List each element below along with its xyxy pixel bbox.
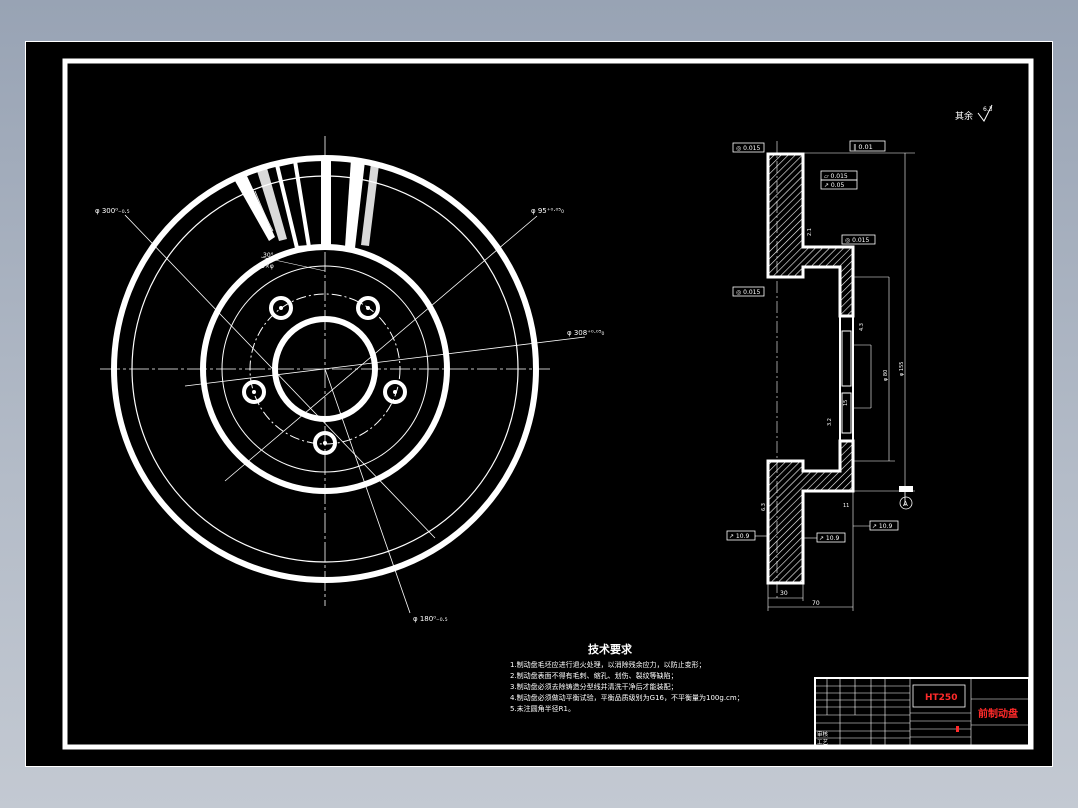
leader-bolt-circle: [184, 336, 586, 387]
roughness-symbol-icon: [977, 104, 993, 122]
front-view: φ 300⁰₋₀.₅ φ 95⁺⁰·⁰⁵₀ φ 308⁺⁰·⁰⁵₀ φ 180⁰…: [95, 136, 605, 623]
part-name: 前制动盘: [978, 707, 1018, 720]
fcf-top-right: ∥ 0.01: [849, 140, 886, 152]
svg-text:▱ 0.015: ▱ 0.015: [824, 173, 848, 180]
leader-hole: [260, 256, 326, 272]
material-label: HT250: [925, 693, 957, 703]
bolt-holes: [242, 296, 407, 455]
cad-viewport[interactable]: 其余 6.3: [25, 41, 1053, 767]
sheet-outer-border: [25, 41, 1053, 767]
dim-ring: φ 95⁺⁰·⁰⁵₀: [531, 207, 564, 215]
row-label-process: 工艺: [817, 739, 829, 746]
fcf-mid: ◎ 0.015: [841, 234, 876, 245]
dim-a: 2.1: [807, 228, 813, 236]
svg-text:↗ 10.9: ↗ 10.9: [729, 533, 749, 540]
dim-bottom: φ 180⁰₋₀.₅: [413, 615, 448, 623]
fcf-bottom-right: ↗ 10.9: [869, 520, 899, 531]
roughness-note: 其余: [955, 110, 973, 122]
fcf-bottom-left: ↗ 10.9: [726, 530, 756, 541]
dim-b: 4.3: [859, 323, 865, 331]
dim-g: 6.3: [761, 503, 767, 511]
dim-30: 30: [780, 590, 788, 597]
svg-text:↗ 10.9: ↗ 10.9: [872, 523, 892, 530]
svg-text:◎ 0.015: ◎ 0.015: [736, 145, 761, 152]
datum-mark: [899, 486, 913, 492]
center-bore: [272, 316, 378, 422]
leader-outer: [124, 214, 436, 539]
fcf-left-mid: ◎ 0.015: [732, 286, 765, 297]
fcf-runout: ↗ 0.05: [820, 179, 858, 190]
tech-item-5: 5.未注圆角半径R1。: [510, 704, 575, 713]
tech-item-3: 3.制动盘必须去除铸造分型线并清洗干净后才能装配；: [510, 682, 678, 691]
svg-text:◎ 0.015: ◎ 0.015: [845, 237, 870, 244]
dim-c: φ 155: [899, 362, 905, 376]
section-view: A ◎ 0.015 ∥ 0.01 ▱ 0.015 ↗ 0.05 ◎ 0.015 …: [726, 140, 915, 611]
fcf-top-left: ◎ 0.015: [732, 142, 765, 153]
sheet-inner-border: [62, 58, 1034, 750]
dim-outer: φ 300⁰₋₀.₅: [95, 207, 130, 215]
svg-text:◎ 0.015: ◎ 0.015: [736, 289, 761, 296]
roughness-value: 6.3: [983, 106, 993, 113]
dim-angle: 30°: [263, 252, 274, 259]
dim-e: 3.2: [827, 418, 833, 426]
section-lower: [766, 439, 855, 585]
dim-f: 15: [843, 400, 849, 406]
dim-d: φ 80: [883, 370, 889, 381]
svg-text:↗ 10.9: ↗ 10.9: [819, 535, 839, 542]
dim-11: 11: [843, 503, 849, 509]
tech-requirements: 技术要求 1.制动盘毛坯应进行退火处理，以消除残余应力，以防止变形； 2.制动盘…: [510, 642, 744, 713]
leader-bottom: [324, 368, 411, 614]
svg-text:↗ 0.05: ↗ 0.05: [824, 182, 844, 189]
vent-cutaway: [235, 158, 379, 251]
material-box: [912, 684, 966, 708]
fcf-bottom-mid: ↗ 10.9: [816, 532, 846, 543]
section-hub: [839, 315, 854, 442]
tech-item-1: 1.制动盘毛坯应进行退火处理，以消除残余应力，以防止变形；: [510, 660, 706, 669]
drawing-canvas: 其余 6.3: [25, 41, 1053, 767]
datum-label: A: [903, 500, 908, 508]
datum-circle: [899, 496, 913, 510]
tech-title: 技术要求: [588, 642, 633, 656]
red-mark: [956, 726, 959, 732]
dim-hole: 5×φ: [261, 263, 274, 270]
leader-ring: [224, 215, 538, 482]
title-block: HT250 前制动盘 审核 工艺: [814, 677, 1030, 747]
dim-bolt-circle: φ 308⁺⁰·⁰⁵₀: [567, 329, 605, 337]
svg-text:∥ 0.01: ∥ 0.01: [853, 143, 873, 151]
hat-inner-edge: [221, 265, 429, 473]
fcf-flatness: ▱ 0.015: [820, 170, 858, 181]
row-label-review: 审核: [817, 730, 829, 738]
tech-item-2: 2.制动盘表面不得有毛刺、缩孔、划伤、裂纹等缺陷；: [510, 671, 678, 680]
dim-70: 70: [812, 600, 820, 607]
tech-item-4: 4.制动盘必须做动平衡试验，平衡品质级别为G16，不平衡量为100g.cm；: [510, 693, 744, 702]
